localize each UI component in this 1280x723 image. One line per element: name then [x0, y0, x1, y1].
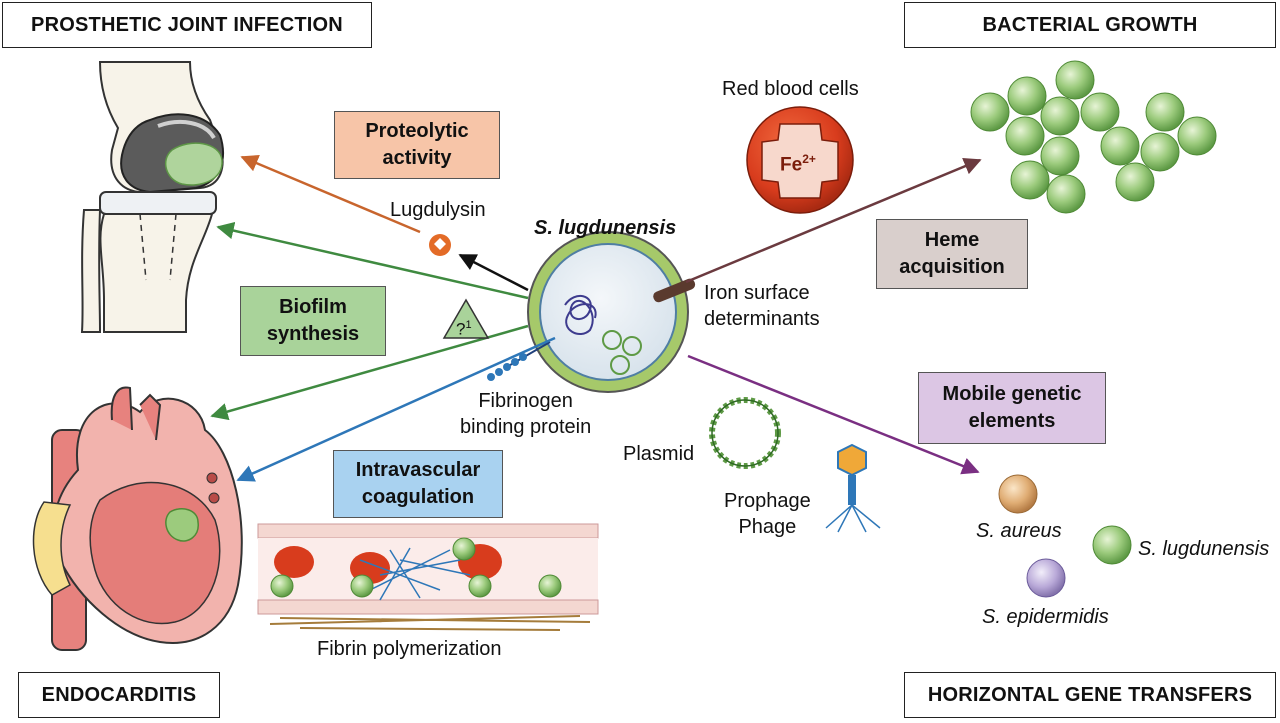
intravascular-line-2: coagulation	[361, 486, 475, 508]
fibrinogen-line-2: binding protein	[460, 416, 592, 438]
endocarditis-title: ENDOCARDITIS	[41, 683, 197, 706]
lugdulysin-icon	[429, 234, 451, 256]
central-bacterium	[487, 231, 696, 393]
infection-patch	[164, 142, 223, 186]
tibial-insert	[99, 191, 217, 215]
iron-surface-line-2: determinants	[704, 308, 820, 330]
vegetation	[165, 508, 199, 542]
biofilm-line-2: synthesis	[266, 323, 360, 345]
intravascular-line-1: Intravascular	[355, 459, 481, 481]
prosthetic-joint-infection-title: PROSTHETIC JOINT INFECTION	[31, 13, 343, 36]
proteolytic-line-2: activity	[382, 147, 452, 169]
horizontal-gene-transfers-box: HORIZONTAL GENE TRANSFERS	[904, 672, 1276, 718]
fe-label: Fe2+	[780, 146, 816, 178]
iron-surface-receptor	[653, 278, 696, 303]
biofilm-synthesis-box: Biofilm synthesis	[240, 286, 386, 356]
fibrin-strands	[269, 615, 591, 631]
unknown-factor-mark: ?	[456, 319, 466, 339]
fibrinogen-binding-protein	[487, 341, 551, 381]
plasmid-small-3	[610, 355, 630, 375]
strip-bacterium-1	[270, 574, 294, 598]
plasmid-small-2	[622, 336, 642, 356]
organism-label: S. lugdunensis	[534, 217, 677, 239]
proteolytic-activity-box: Proteolytic activity	[334, 111, 500, 179]
arrow-mge-to-transfer	[687, 354, 980, 475]
red-blood-cells-label: Red blood cells	[722, 78, 859, 100]
vessel-opening-2	[208, 492, 220, 504]
aortic-arch	[110, 386, 133, 431]
mobile-line-2: elements	[968, 410, 1056, 432]
s-lugdunensis-label: S. lugdunensis	[1138, 538, 1270, 560]
tibial-stem	[139, 213, 177, 281]
heart-fat-left	[32, 501, 72, 596]
s-epidermidis-cell	[1026, 558, 1066, 598]
femoral-implant-highlight	[157, 120, 216, 140]
cell-membrane	[539, 243, 677, 381]
vessel-strip	[257, 523, 599, 631]
endocarditis-box: ENDOCARDITIS	[18, 672, 220, 718]
bacterial-growth-box: BACTERIAL GROWTH	[904, 2, 1276, 48]
bacteria-cluster	[970, 60, 1217, 214]
fe-charge: 2+	[802, 152, 816, 166]
strip-bacterium-4	[468, 574, 492, 598]
vessel-wall-top	[257, 523, 599, 539]
s-lugdunensis-cell	[1092, 525, 1132, 565]
strip-bacterium-3	[452, 537, 476, 561]
arrow-heme-to-growth	[685, 157, 982, 284]
unknown-factor-triangle	[442, 298, 490, 339]
arrow-fibrinogen-to-heart	[236, 336, 556, 482]
iron-surface-label: Iron surface determinants	[704, 280, 820, 332]
fibrin-mesh	[359, 547, 471, 601]
iron-surface-line-1: Iron surface	[704, 282, 810, 304]
lugdulysin-label: Lugdulysin	[390, 199, 486, 221]
arrow-biofilm-to-heart	[210, 324, 529, 421]
bacterial-growth-title: BACTERIAL GROWTH	[982, 13, 1198, 36]
fibrinogen-line-1: Fibrinogen	[478, 390, 573, 412]
s-aureus-label: S. aureus	[976, 520, 1062, 542]
mobile-genetic-elements-box: Mobile genetic elements	[918, 372, 1106, 444]
plasmid-small-1	[602, 330, 622, 350]
biofilm-line-1: Biofilm	[279, 296, 347, 318]
prophage-line-1: Prophage	[724, 490, 811, 512]
prophage-line-2: Phage	[738, 516, 797, 538]
fe-symbol: Fe	[780, 154, 803, 176]
heme-cross-shape	[761, 123, 839, 199]
strip-rbc-1	[274, 546, 314, 578]
heme-line-1: Heme	[924, 229, 980, 251]
strip-bacterium-5	[538, 574, 562, 598]
heart-illustration	[32, 386, 243, 651]
arrow-biofilm-to-joint	[216, 221, 529, 300]
heme-acquisition-box: Heme acquisition	[876, 219, 1028, 289]
fibrin-polymerization-label: Fibrin polymerization	[317, 638, 502, 660]
fibula-bone	[80, 209, 102, 333]
vessel-wall-bottom	[257, 599, 599, 615]
unknown-factor-label: ?1	[456, 312, 472, 343]
s-aureus-cell	[998, 474, 1038, 514]
arrow-lugdulysin-to-joint	[240, 155, 421, 234]
arrow-cell-to-lugdulysin	[458, 253, 529, 292]
unknown-factor-sup: 1	[465, 319, 472, 331]
vessel-opening-1	[206, 472, 218, 484]
heme-line-2: acquisition	[899, 256, 1005, 278]
plasmid-ring	[709, 397, 781, 469]
horizontal-gene-transfers-title: HORIZONTAL GENE TRANSFERS	[927, 683, 1253, 706]
pulmonary-trunk	[139, 393, 162, 441]
red-blood-cell	[746, 106, 854, 214]
knee-prosthesis-illustration	[80, 61, 224, 333]
tibia-bone	[99, 213, 214, 333]
intravascular-coagulation-box: Intravascular coagulation	[333, 450, 503, 518]
s-epidermidis-label: S. epidermidis	[982, 606, 1109, 628]
strip-bacterium-2	[350, 574, 374, 598]
prosthetic-joint-infection-box: PROSTHETIC JOINT INFECTION	[2, 2, 372, 48]
plasmid-label: Plasmid	[623, 443, 695, 465]
phage-icon	[825, 443, 881, 533]
mobile-line-1: Mobile genetic	[942, 383, 1082, 405]
proteolytic-line-1: Proteolytic	[365, 120, 469, 142]
fibrinogen-label: Fibrinogen binding protein	[460, 388, 591, 440]
chromosome	[564, 295, 597, 335]
